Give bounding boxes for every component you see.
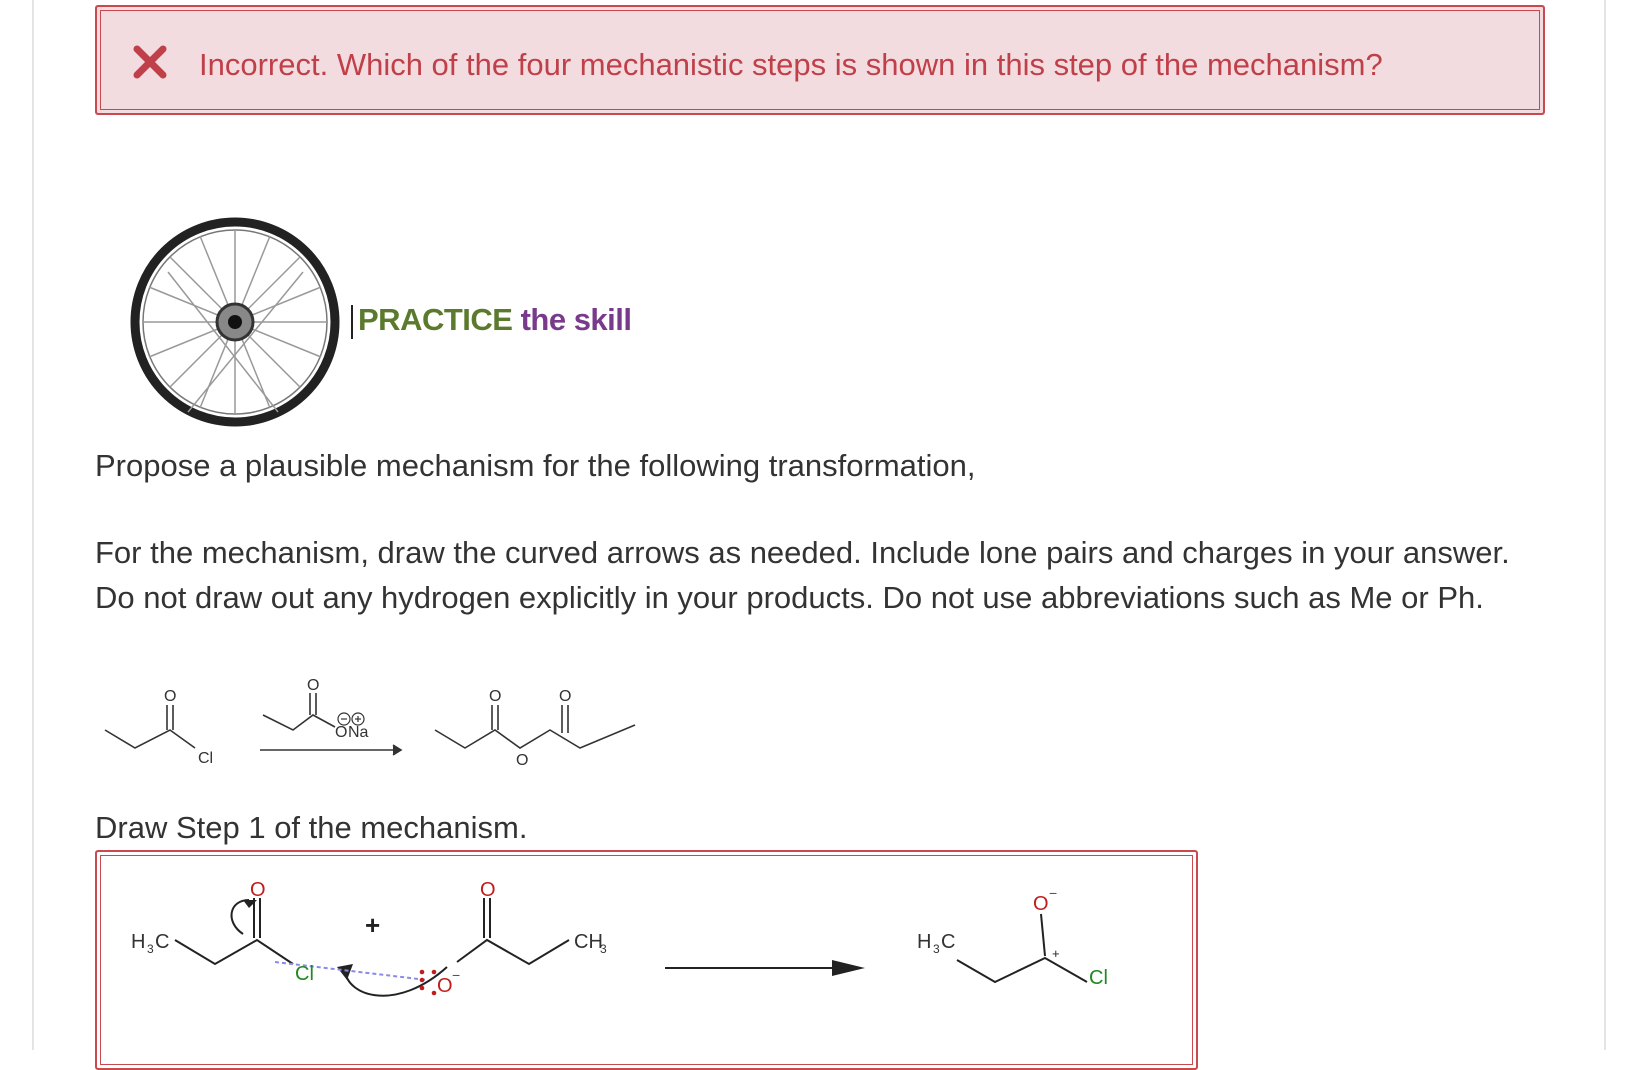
reagent-anion-oxygen: O	[335, 724, 347, 741]
nucleophile-charge: −	[452, 967, 460, 983]
x-mark-icon	[133, 45, 167, 79]
question-instruction-1: For the mechanism, draw the curved arrow…	[95, 535, 1510, 570]
plus-sign: +	[365, 910, 380, 940]
skill-word: the skill	[520, 302, 632, 337]
carbonyl-oxygen: O	[250, 879, 266, 901]
left-methyl-sub: 3	[147, 942, 154, 956]
product-methyl-sub: 3	[933, 942, 940, 956]
question-prompt: Propose a plausible mechanism for the fo…	[95, 448, 976, 483]
product-bridge-oxygen: O	[516, 752, 528, 769]
step-label: Draw Step 1 of the mechanism.	[95, 810, 528, 845]
reagent-sodium: Na	[348, 724, 369, 741]
product-oxygen: O	[1033, 893, 1049, 915]
wheel-icon	[130, 217, 340, 427]
nucleophile-oxygen: O	[437, 975, 453, 997]
feedback-banner: Incorrect. Which of the four mechanistic…	[95, 5, 1545, 115]
mechanism-drawing-area[interactable]: H 3 C O Cl + O O − CH 3 H 3 C O − + Cl	[95, 850, 1198, 1070]
nucleophile-carbonyl-oxygen: O	[480, 879, 496, 901]
product-carbon-charge: +	[1052, 946, 1060, 961]
practice-label: PRACTICE the skill	[358, 302, 632, 338]
product-chlorine: Cl	[1089, 967, 1108, 989]
chlorine: Cl	[295, 963, 314, 985]
practice-divider	[351, 305, 353, 339]
reactant-oxygen: O	[164, 688, 176, 705]
page-border-right	[1604, 0, 1606, 1050]
left-methyl-c: C	[155, 931, 169, 953]
product-oxygen-2: O	[559, 688, 571, 705]
product-oxygen-1: O	[489, 688, 501, 705]
feedback-message: Incorrect. Which of the four mechanistic…	[199, 47, 1383, 82]
left-methyl-h: H	[131, 931, 145, 953]
product-methyl-c: C	[941, 931, 955, 953]
right-methyl-sub: 3	[600, 942, 607, 956]
product-methyl-h: H	[917, 931, 931, 953]
mechanism-canvas[interactable]: H 3 C O Cl + O O − CH 3 H 3 C O − + Cl	[97, 852, 1197, 1052]
reagent-oxygen: O	[307, 677, 319, 694]
page-border-left	[32, 0, 34, 1050]
reactant-chlorine: Cl	[198, 750, 213, 767]
question-instruction-2: Do not draw out any hydrogen explicitly …	[95, 580, 1484, 615]
practice-word: PRACTICE	[358, 302, 513, 337]
right-methyl-c: CH	[574, 931, 603, 953]
reaction-scheme: O Cl O O Na O O O	[104, 677, 636, 769]
product-oxygen-charge: −	[1049, 885, 1057, 901]
